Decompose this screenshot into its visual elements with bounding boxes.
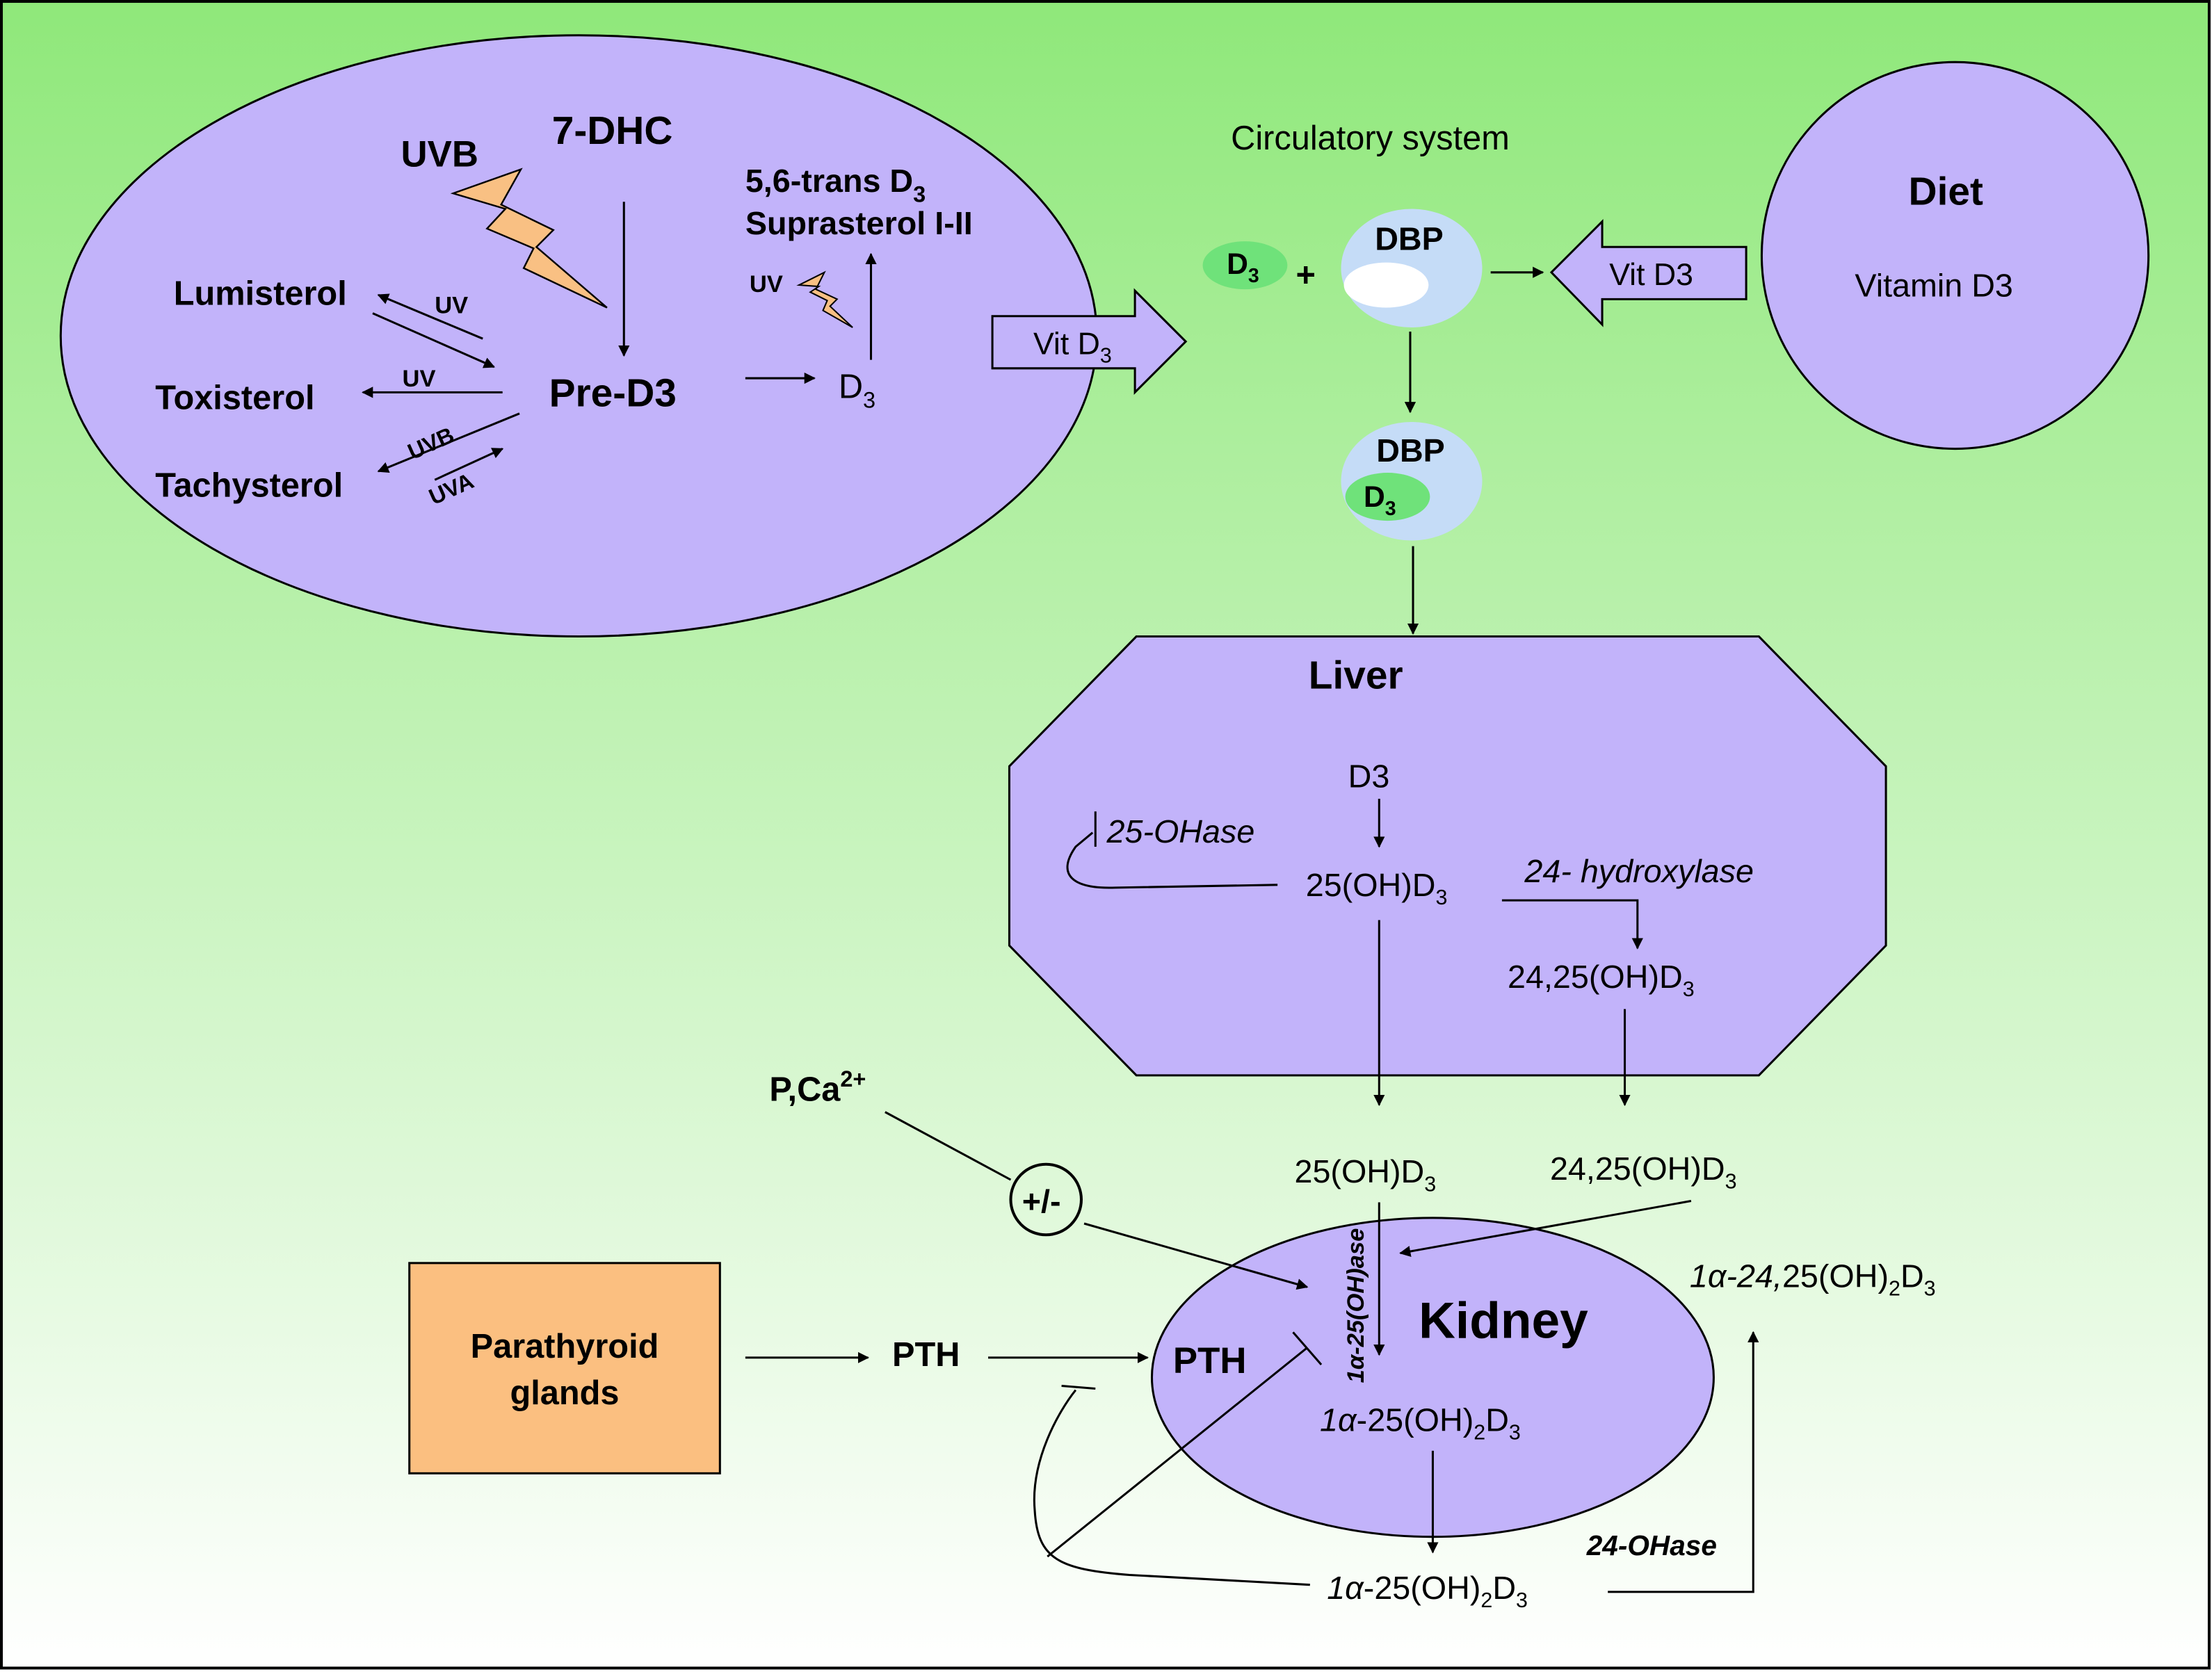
plus-minus-label: +/- (1022, 1183, 1061, 1219)
arrow-pred3-to-lumisterol (377, 293, 483, 340)
arrow-pred3-to-tachysterol (377, 412, 520, 473)
tachysterol-label: Tachysterol (155, 467, 343, 505)
dbp-label: DBP (1375, 220, 1444, 257)
kidney-pth-label: PTH (1173, 1340, 1247, 1381)
liver-24-25ohd3-label: 24,25(OH)D3 (1508, 959, 1695, 1001)
lumisterol-label: Lumisterol (174, 275, 347, 312)
uv-lumisterol-label: UV (435, 293, 468, 319)
plus-sign: + (1296, 257, 1316, 294)
toxisterol-label: Toxisterol (155, 380, 314, 417)
diet-compartment (1760, 60, 2150, 450)
trans-d3-label: 5,6-trans D3 (745, 163, 926, 206)
vit-d3-arrow-label: Vit D3 (1033, 327, 1112, 368)
arrow-lumisterol-to-pred3 (372, 312, 495, 368)
suprasterol-label: Suprasterol I-II (745, 205, 973, 241)
bound-d3-node (1345, 473, 1430, 521)
diet-vit-d3-arrow-label: Vit D3 (1609, 258, 1693, 292)
liver-25ohd3-label: 25(OH)D3 (1306, 867, 1448, 909)
diet-vitamin-label: Vitamin D3 (1855, 267, 2013, 303)
circulatory-system-title: Circulatory system (1231, 120, 1510, 157)
arrow-output-to-24-hydroxylated (1608, 1331, 1759, 1593)
kidney-24-25ohd3-input-label: 24,25(OH)D3 (1550, 1151, 1737, 1193)
feedback-inhibition-to-enzyme (1047, 1347, 1308, 1558)
uv-small-label: UV (750, 271, 783, 298)
parathyroid-glands-box (408, 1262, 721, 1474)
arrow-24-25ohd3-into-kidney (1399, 1200, 1692, 1258)
kidney-product-label: 1α-25(OH)2D3 (1320, 1401, 1521, 1444)
line-pca-to-regulator (885, 1111, 1012, 1181)
dbp-complex-label: DBP (1376, 432, 1445, 469)
dbp-binding-pocket (1343, 262, 1429, 308)
pth-hormone-label: PTH (892, 1336, 960, 1374)
free-d3-node (1202, 241, 1288, 290)
pre-d3-label: Pre-D3 (549, 372, 677, 416)
plus-minus-regulator (1009, 1162, 1083, 1237)
arrow-tachysterol-to-pred3 (434, 448, 504, 481)
hydroxylated-product-label: 1α-24,25(OH)2D3 (1690, 1258, 1936, 1300)
uv-toxisterol-label: UV (403, 366, 436, 392)
p-ca-label: P,Ca2+ (769, 1066, 866, 1108)
skin-d3-label: D3 (839, 368, 875, 412)
kidney-output-label: 1α-25(OH)2D3 (1327, 1570, 1528, 1612)
parathyroid-label-line1: Parathyroid (471, 1328, 659, 1365)
diet-title: Diet (1909, 170, 1983, 213)
vit-d3-transport-arrow (991, 288, 1188, 396)
bound-d3-label: D3 (1364, 480, 1396, 520)
enzyme-inhibition-bar (1292, 1331, 1323, 1366)
uvb-lightning-icon (450, 168, 608, 309)
diet-vit-d3-arrow (1549, 219, 1747, 327)
ohase-24-kidney-label: 24-OHase (1586, 1529, 1717, 1561)
parathyroid-label-line2: glands (510, 1374, 619, 1412)
liver-title: Liver (1309, 654, 1403, 698)
uvb-main-label: UVB (401, 134, 478, 175)
alpha-hydroxylase-label: 1α-25(OH)ase (1343, 1228, 1369, 1383)
ohase-25-label: 25-OHase (1106, 813, 1255, 850)
ohase-25-feedback-inhibition (1066, 831, 1278, 889)
feedback-inhibition-to-pth (1033, 1389, 1310, 1586)
hydroxylase-24-label: 24- hydroxylase (1524, 853, 1754, 889)
liver-compartment (1008, 635, 1887, 1077)
arrow-regulator-to-kidney (1083, 1222, 1309, 1290)
pth-inhibition-bar (1061, 1384, 1096, 1390)
kidney-title: Kidney (1419, 1292, 1588, 1349)
kidney-25ohd3-input-label: 25(OH)D3 (1295, 1153, 1437, 1196)
arrow-25ohd3-to-24-25ohd3 (1501, 899, 1643, 950)
liver-d3-label: D3 (1348, 758, 1390, 795)
free-d3-label: D3 (1227, 247, 1259, 287)
dhc-label: 7-DHC (552, 109, 673, 153)
uv-small-lightning-icon (796, 270, 853, 328)
